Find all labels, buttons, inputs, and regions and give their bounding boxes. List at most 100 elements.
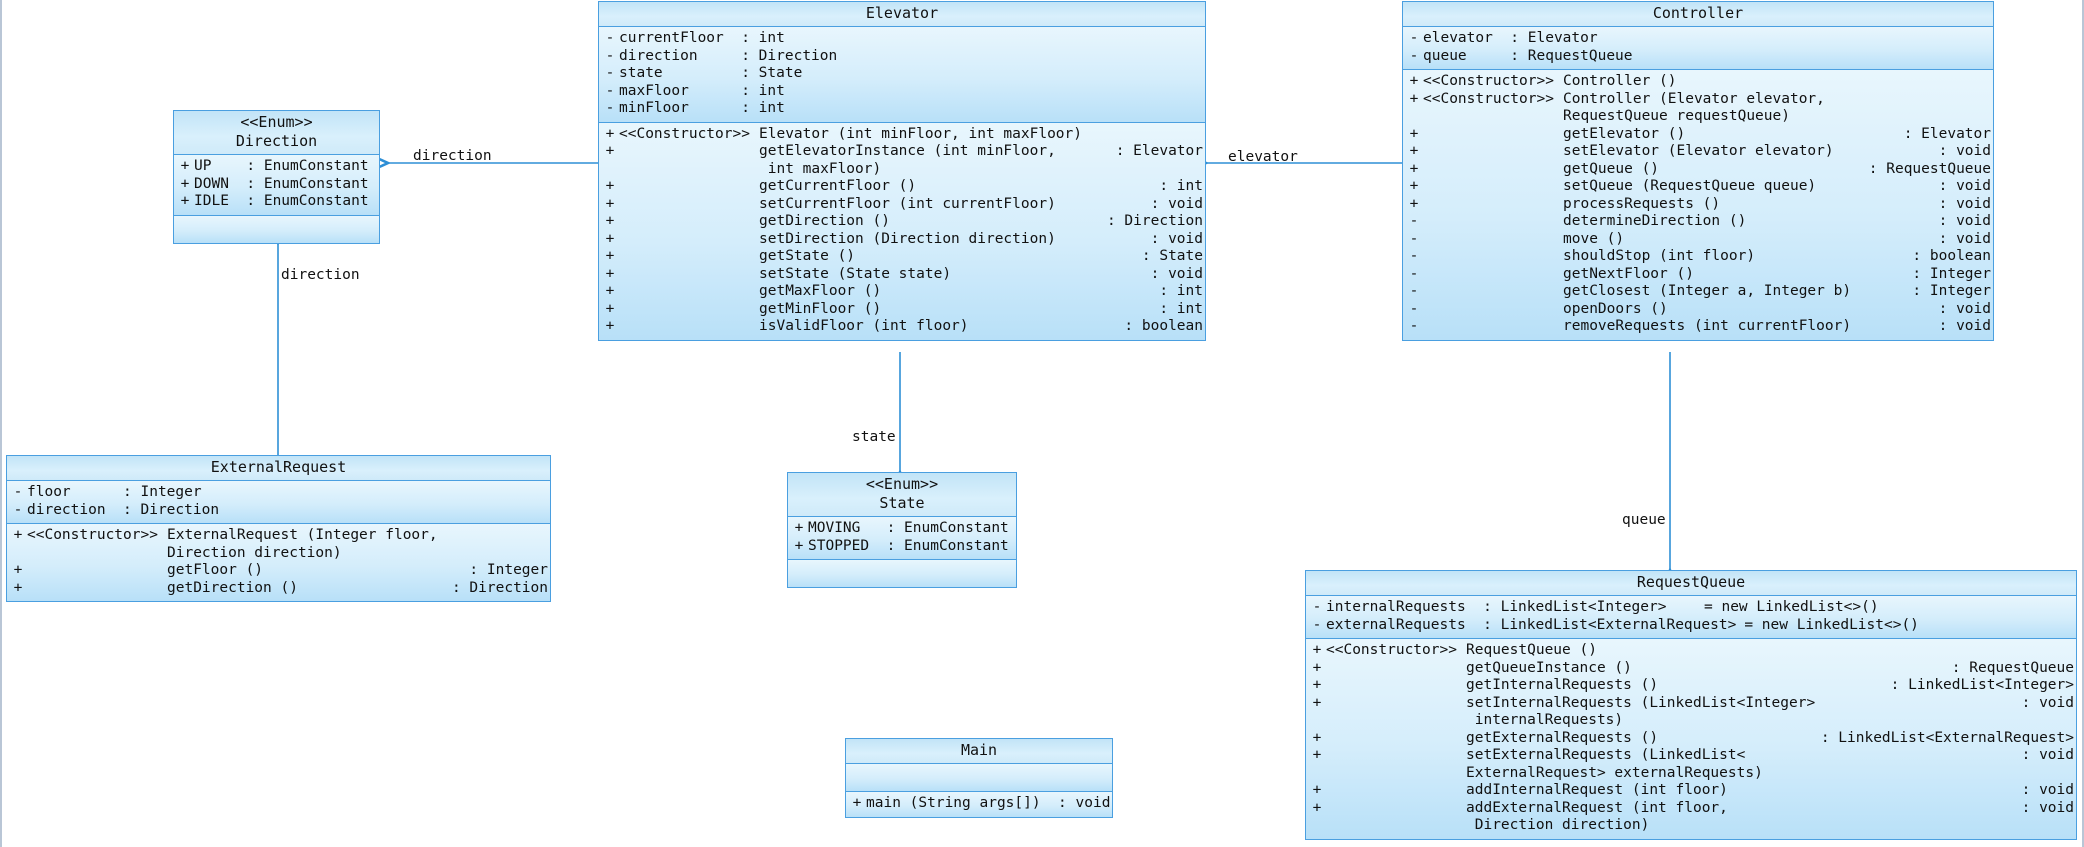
visibility-marker: + — [1312, 642, 1322, 658]
visibility-marker: + — [605, 265, 615, 282]
operation-signature: setState (State state) — [759, 265, 952, 282]
attribute-row: -externalRequests : LinkedList<ExternalR… — [1306, 617, 2076, 635]
attribute-signature: externalRequests : LinkedList<ExternalRe… — [1326, 616, 1737, 633]
operation-signature: determineDirection () — [1563, 213, 1747, 229]
operation-return-type — [1983, 91, 1991, 109]
operation-return-type: : Integer — [469, 562, 548, 578]
operation-signature: addExternalRequest (int floor, — [1466, 799, 1728, 816]
uml-enum-direction[interactable]: <<Enum>>Direction +UP : EnumConstant+DOW… — [173, 110, 380, 244]
enum-name-state: State — [879, 494, 925, 512]
operation-row: +getMaxFloor (): int — [599, 283, 1205, 301]
operation-signature: getDirection () — [167, 579, 298, 596]
operation-row: +getInternalRequests (): LinkedList<Inte… — [1306, 677, 2076, 695]
visibility-marker: + — [794, 537, 804, 554]
stereotype — [27, 580, 167, 598]
attribute-signature: UP : EnumConstant — [194, 158, 369, 174]
stereotype — [619, 143, 759, 161]
stereotype: <<Constructor>> — [1423, 73, 1554, 89]
stereotype — [1326, 695, 1466, 713]
operation-return-type: : void — [1938, 195, 1991, 212]
operation-signature: getElevator () — [1563, 125, 1686, 142]
operation-return-type — [2066, 642, 2074, 660]
attribute-row: -direction : Direction — [599, 48, 1205, 66]
stereotype — [1423, 161, 1563, 179]
visibility-marker: + — [1312, 799, 1322, 816]
stereotype — [1423, 301, 1563, 319]
operation-row: +getElevator (): Elevator — [1403, 126, 1993, 144]
operation-row: -getNextFloor (): Integer — [1403, 266, 1993, 284]
visibility-marker: + — [1312, 694, 1322, 711]
uml-class-external-request[interactable]: ExternalRequest -floor : Integer-directi… — [6, 455, 551, 602]
class-title-elevator: Elevator — [599, 2, 1205, 27]
operation-row: +setState (State state): void — [599, 266, 1205, 284]
visibility-marker: + — [605, 125, 615, 142]
operation-return-type: : LinkedList<ExternalRequest> — [1820, 729, 2074, 746]
operation-signature: setElevator (Elevator elevator) — [1563, 143, 1834, 159]
operation-signature: getExternalRequests () — [1466, 729, 1659, 746]
operation-signature: getMinFloor () — [759, 300, 882, 317]
visibility-marker: - — [1312, 616, 1322, 633]
attribute-row: -direction : Direction — [7, 502, 550, 520]
operation-return-type: : void — [2021, 747, 2074, 763]
visibility-marker: + — [1409, 195, 1419, 212]
operation-return-type: : boolean — [1912, 248, 1991, 264]
uml-class-main[interactable]: Main +main (String args[]) : void — [845, 738, 1113, 818]
stereotype — [1326, 765, 1466, 783]
operation-signature: setCurrentFloor (int currentFloor) — [759, 195, 1056, 212]
operation-return-type: : void — [1938, 143, 1991, 159]
uml-class-request-queue[interactable]: RequestQueue -internalRequests : LinkedL… — [1305, 570, 2077, 840]
uml-class-elevator[interactable]: Elevator -currentFloor : int-direction :… — [598, 1, 1206, 341]
stereotype — [1423, 108, 1563, 126]
visibility-marker: + — [605, 230, 615, 247]
visibility-marker: + — [1409, 73, 1419, 89]
operation-signature: openDoors () — [1563, 300, 1668, 317]
operation-row: -determineDirection (): void — [1403, 213, 1993, 231]
visibility-marker: + — [1409, 90, 1419, 107]
operation-row: +getFloor (): Integer — [7, 562, 550, 580]
operation-row: int maxFloor) — [599, 161, 1205, 179]
visibility-marker: + — [1312, 747, 1322, 763]
operation-return-type: : Elevator — [1903, 125, 1991, 142]
stereotype-state: <<Enum>> — [865, 475, 939, 493]
stereotype — [619, 196, 759, 214]
operation-row: +getState (): State — [599, 248, 1205, 266]
uml-class-controller[interactable]: Controller -elevator : Elevator-queue : … — [1402, 1, 1994, 341]
edge-label-queue: queue — [1622, 512, 1666, 528]
uml-enum-state[interactable]: <<Enum>>State +MOVING : EnumConstant+STO… — [787, 472, 1017, 588]
visibility-marker: + — [605, 300, 615, 317]
operation-signature: getNextFloor () — [1563, 265, 1694, 282]
stereotype — [1423, 178, 1563, 196]
operation-row: +setCurrentFloor (int currentFloor): voi… — [599, 196, 1205, 214]
attribute-row: -state : State — [599, 65, 1205, 83]
operations-controller: +<<Constructor>>Controller ()+<<Construc… — [1403, 70, 1993, 340]
operation-signature: Controller () — [1563, 73, 1677, 89]
edge-label-state: state — [852, 429, 896, 445]
stereotype — [1326, 660, 1466, 678]
operation-signature: ExternalRequest> externalRequests) — [1466, 764, 1763, 781]
operation-return-type: : Direction — [1106, 213, 1203, 229]
operation-return-type: : void — [1150, 195, 1203, 212]
attributes-elevator: -currentFloor : int-direction : Directio… — [599, 27, 1205, 123]
visibility-marker: - — [605, 82, 615, 99]
operations-direction — [174, 215, 379, 243]
stereotype: <<Constructor>> — [1423, 90, 1554, 107]
operation-signature: int maxFloor) — [759, 160, 882, 177]
stereotype — [27, 545, 167, 563]
operation-return-type — [1110, 795, 1118, 813]
stereotype: <<Constructor>> — [27, 527, 158, 543]
attribute-row: +STOPPED : EnumConstant — [788, 538, 1016, 556]
operation-signature: RequestQueue () — [1466, 642, 1597, 658]
visibility-marker: - — [1409, 248, 1419, 264]
visibility-marker: + — [180, 158, 190, 174]
visibility-marker: + — [605, 318, 615, 334]
operation-row: +setExternalRequests (LinkedList<: void — [1306, 747, 2076, 765]
operation-return-type: : int — [1159, 300, 1203, 317]
operation-return-type: : void — [2021, 694, 2074, 711]
operation-row: -shouldStop (int floor): boolean — [1403, 248, 1993, 266]
attributes-request-queue: -internalRequests : LinkedList<Integer>=… — [1306, 596, 2076, 639]
operation-row: +isValidFloor (int floor): boolean — [599, 318, 1205, 336]
attribute-signature: STOPPED : EnumConstant — [808, 537, 1009, 554]
visibility-marker: + — [605, 178, 615, 194]
operation-row: +getElevatorInstance (int minFloor,: Ele… — [599, 143, 1205, 161]
operation-signature: setInternalRequests (LinkedList<Integer> — [1466, 694, 1816, 711]
